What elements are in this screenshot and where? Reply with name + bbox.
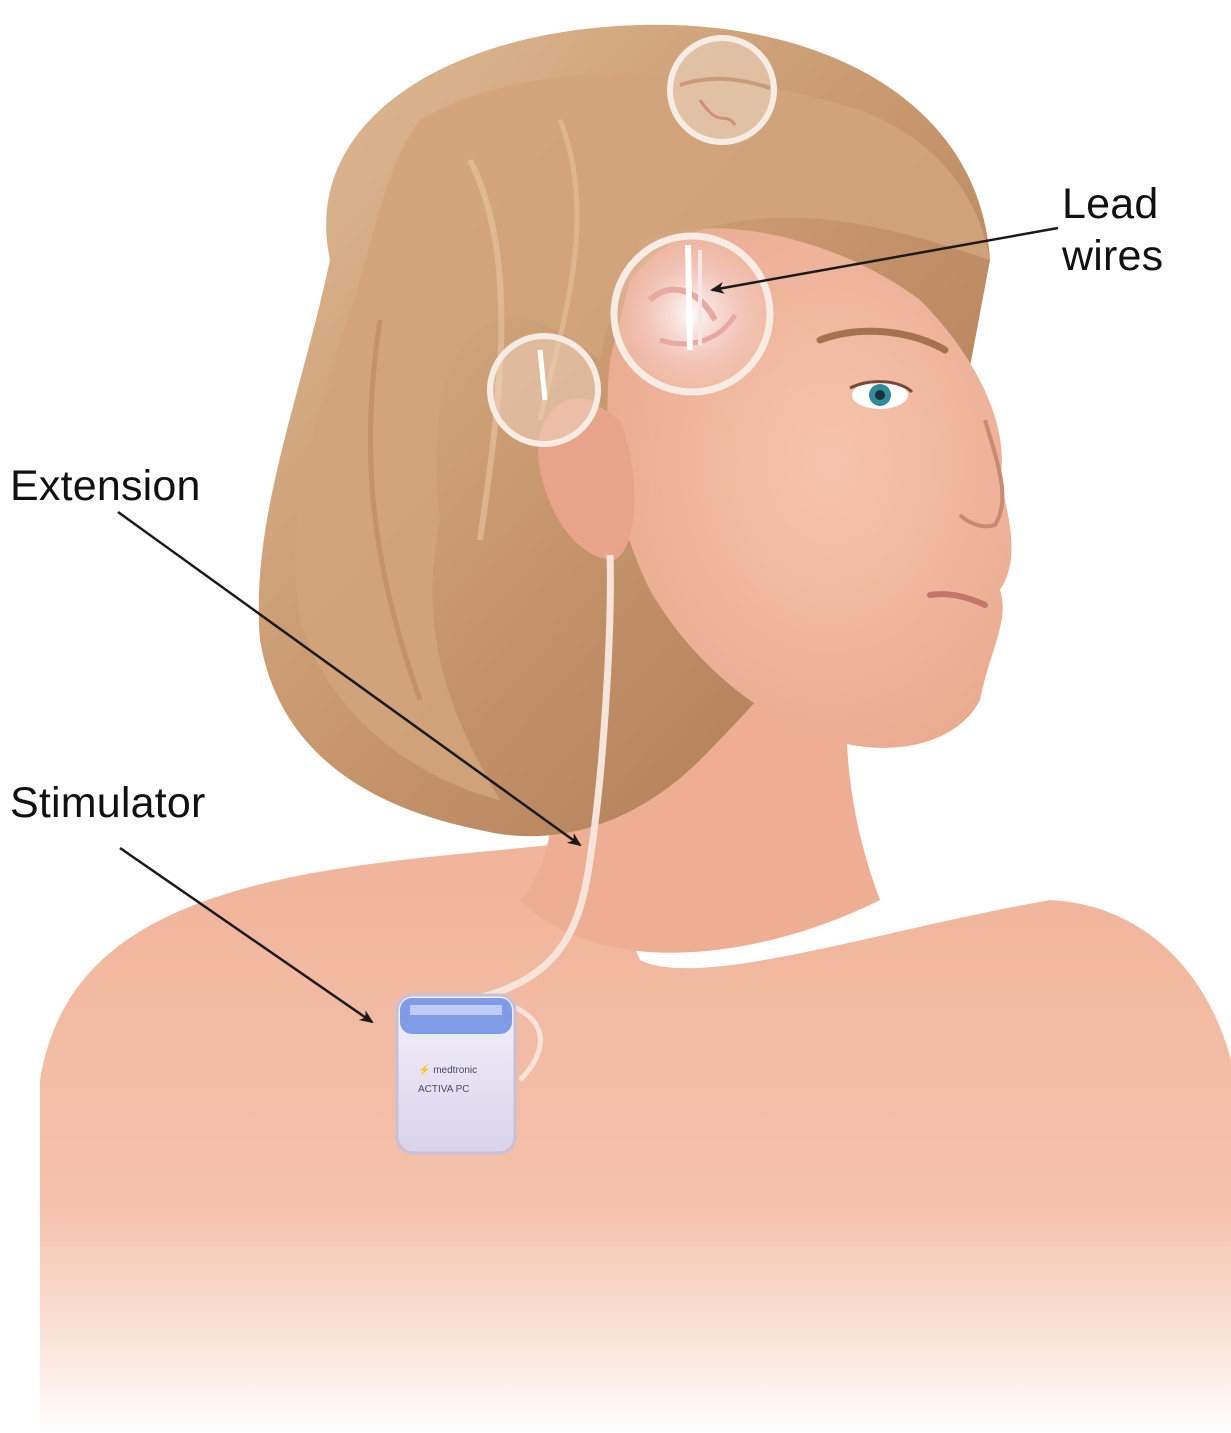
lead-wires-label-line1: Lead xyxy=(1062,178,1158,230)
lead-wires-label-line2: wires xyxy=(1062,230,1163,282)
magnifier-ear xyxy=(490,336,598,444)
magnifier-top xyxy=(670,38,774,142)
svg-text:⚡ medtronic: ⚡ medtronic xyxy=(418,1063,477,1076)
magnifier-brain xyxy=(614,236,770,392)
extension-label: Extension xyxy=(10,460,201,512)
svg-text:ACTIVA PC: ACTIVA PC xyxy=(418,1084,470,1095)
stimulator-device: ⚡ medtronic ACTIVA PC xyxy=(397,995,515,1153)
stimulator-label: Stimulator xyxy=(10,777,206,829)
